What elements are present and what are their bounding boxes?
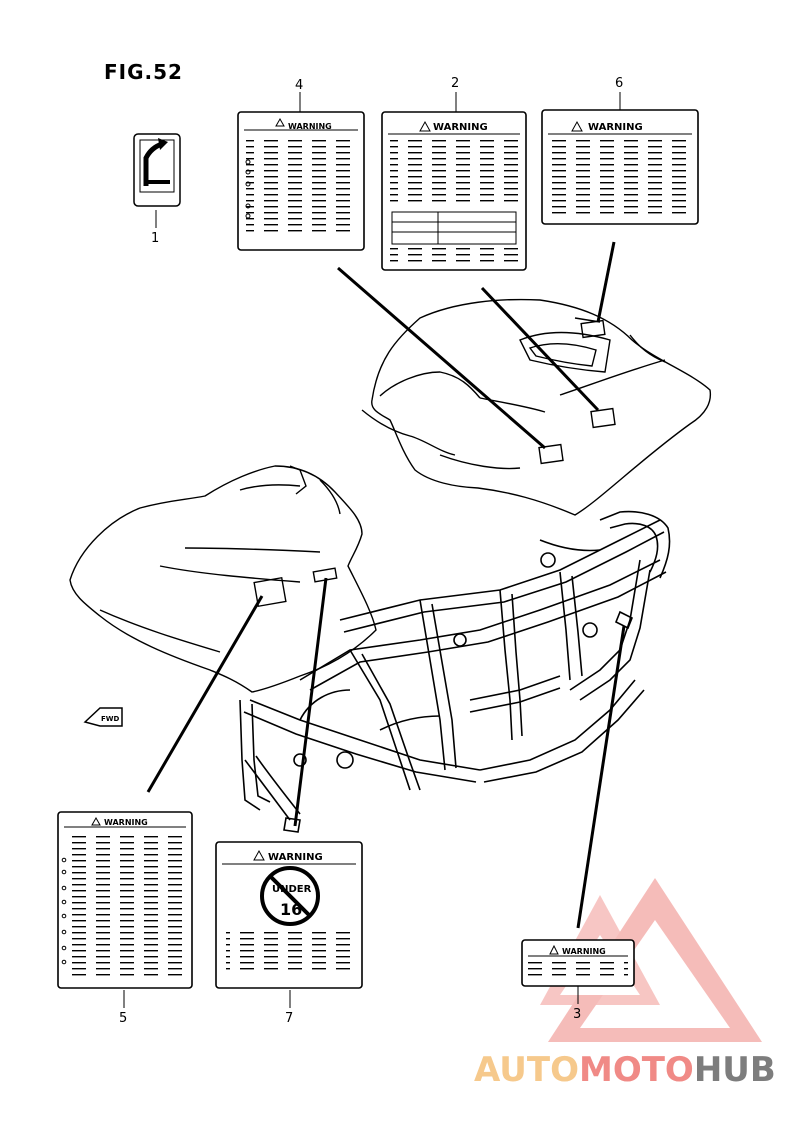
label-1-shift-decal <box>133 133 181 207</box>
label-6-warning-text: WARNING <box>588 122 643 133</box>
watermark-auto: AUTO <box>474 1050 579 1090</box>
age-number: 16 <box>280 900 302 919</box>
label-3-warning <box>521 939 635 987</box>
callout-3: 3 <box>573 1007 582 1022</box>
label-6-warning <box>541 109 699 225</box>
callout-2: 2 <box>451 76 460 91</box>
rear-fender <box>361 298 712 516</box>
fwd-arrow-icon <box>83 707 123 727</box>
label-5-warning <box>57 811 193 989</box>
label-2-warning-text: WARNING <box>433 122 488 133</box>
watermark-hub: HUB <box>693 1050 776 1090</box>
fwd-label: FWD <box>101 715 120 723</box>
label-7-warning <box>215 841 363 989</box>
leader-lines <box>146 241 626 929</box>
callout-7: 7 <box>285 1011 294 1026</box>
callout-4: 4 <box>295 78 304 93</box>
label-4-warning <box>237 111 365 251</box>
label-5-warning-text: WARNING <box>104 818 148 827</box>
figure-title: FIG.52 <box>104 60 183 84</box>
under-text: UNDER <box>272 884 312 895</box>
callout-6: 6 <box>615 76 624 91</box>
label-4-warning-text: WARNING <box>288 122 332 131</box>
callout-1: 1 <box>151 231 160 246</box>
label-7-warning-text: WARNING <box>268 852 323 863</box>
vehicle-frame <box>239 510 671 833</box>
label-2-warning <box>381 111 527 271</box>
watermark-text: AUTOMOTOHUB <box>474 1050 776 1090</box>
under-16-icon <box>260 866 320 926</box>
label-3-warning-text: WARNING <box>562 947 606 956</box>
callout-5: 5 <box>119 1011 128 1026</box>
front-fender <box>69 465 377 693</box>
watermark-moto: MOTO <box>578 1050 694 1090</box>
